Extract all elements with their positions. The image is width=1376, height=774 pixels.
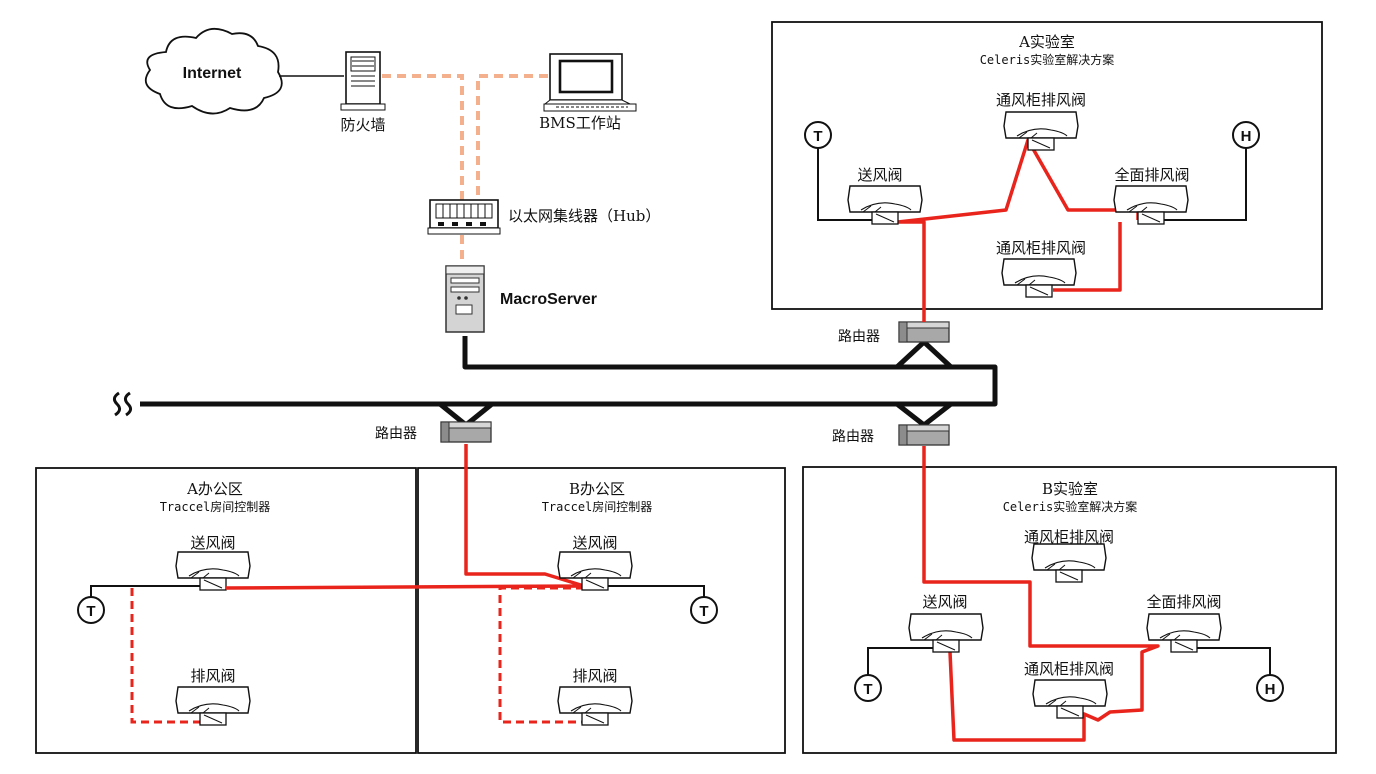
t-sensor-label: T [863, 681, 872, 698]
hub-label: 以太网集线器（Hub） [508, 207, 660, 225]
lab-a-hood-top-label: 通风柜排风阀 [996, 91, 1086, 109]
t-sensor-label: T [813, 128, 822, 145]
hood-exhaust-valve-icon [1031, 543, 1107, 583]
router-label: 路由器 [838, 329, 880, 345]
hood-exhaust-valve-icon [1003, 111, 1079, 151]
lab-a-hood-bottom-label: 通风柜排风阀 [996, 239, 1086, 257]
exhaust-valve-icon [175, 686, 251, 726]
office-a-supply-label: 送风阀 [190, 534, 235, 552]
h-sensor-label: H [1265, 681, 1276, 698]
lab-a-box [771, 21, 1323, 310]
supply-valve-icon [847, 185, 923, 225]
general-exhaust-valve-icon [1113, 185, 1189, 225]
lab-a-general-exhaust-label: 全面排风阀 [1114, 166, 1189, 184]
humidity-sensor-icon [1232, 121, 1260, 149]
office-b-title: B办公区 [569, 480, 625, 498]
temperature-sensor-icon [854, 674, 882, 702]
office-b-supply-label: 送风阀 [572, 534, 617, 552]
h-sensor-label: H [1241, 128, 1252, 145]
lab-b-box [802, 466, 1337, 754]
server-label: MacroServer [500, 291, 597, 308]
internet-label: Internet [183, 65, 242, 82]
office-a: A办公区 Traccel房间控制器 送风阀 排风阀 T [77, 480, 271, 726]
lab-b-subtitle: Celeris实验室解决方案 [1003, 499, 1138, 514]
t-sensor-label: T [86, 603, 95, 620]
office-b: B办公区 Traccel房间控制器 送风阀 排风阀 T [225, 444, 718, 726]
temperature-sensor-icon [804, 121, 832, 149]
office-a-title: A办公区 [186, 480, 243, 498]
lab-a-title: A实验室 [1018, 33, 1075, 51]
lab-b: B实验室 Celeris实验室解决方案 通风柜排风阀 送风阀 全面排风阀 通风柜… [854, 446, 1284, 742]
supply-valve-icon [908, 613, 984, 653]
lab-a-subtitle: Celeris实验室解决方案 [980, 52, 1115, 67]
supply-valve-icon [175, 551, 251, 591]
humidity-sensor-icon [1256, 674, 1284, 702]
lab-a: A实验室 Celeris实验室解决方案 通风柜排风阀 送风阀 全面排风阀 通风柜… [804, 33, 1260, 322]
office-b-subtitle: Traccel房间控制器 [542, 499, 653, 514]
lab-a-supply-label: 送风阀 [857, 166, 902, 184]
router-label: 路由器 [832, 429, 874, 445]
lan-links [382, 74, 548, 265]
firewall-label: 防火墙 [340, 116, 385, 134]
lab-b-general-exhaust-label: 全面排风阀 [1146, 593, 1221, 611]
hub-icon [427, 199, 501, 235]
office-a-subtitle: Traccel房间控制器 [160, 499, 271, 514]
temperature-sensor-icon [77, 596, 105, 624]
lab-b-supply-label: 送风阀 [922, 593, 967, 611]
lab-b-hood-bottom-label: 通风柜排风阀 [1024, 660, 1114, 678]
router-icon [440, 421, 492, 443]
lab-b-title: B实验室 [1042, 480, 1098, 498]
bms-label: BMS工作站 [539, 114, 621, 132]
router-icon [898, 321, 950, 343]
hood-exhaust-valve-icon [1032, 679, 1108, 719]
backbone-bus [112, 336, 998, 428]
supply-valve-icon [557, 551, 633, 591]
exhaust-valve-icon [557, 686, 633, 726]
t-sensor-label: T [699, 603, 708, 620]
office-a-box [35, 467, 417, 754]
server-icon [445, 265, 485, 333]
office-b-box [417, 467, 786, 754]
lab-b-hood-top-label: 通风柜排风阀 [1024, 528, 1114, 546]
router-icon [898, 424, 950, 446]
temperature-sensor-icon [690, 596, 718, 624]
office-b-exhaust-label: 排风阀 [572, 667, 617, 685]
office-a-exhaust-label: 排风阀 [190, 667, 235, 685]
internet-cloud: Internet [144, 28, 283, 115]
firewall-icon [340, 51, 386, 111]
router-label: 路由器 [375, 426, 417, 442]
bms-workstation-icon [543, 53, 637, 112]
